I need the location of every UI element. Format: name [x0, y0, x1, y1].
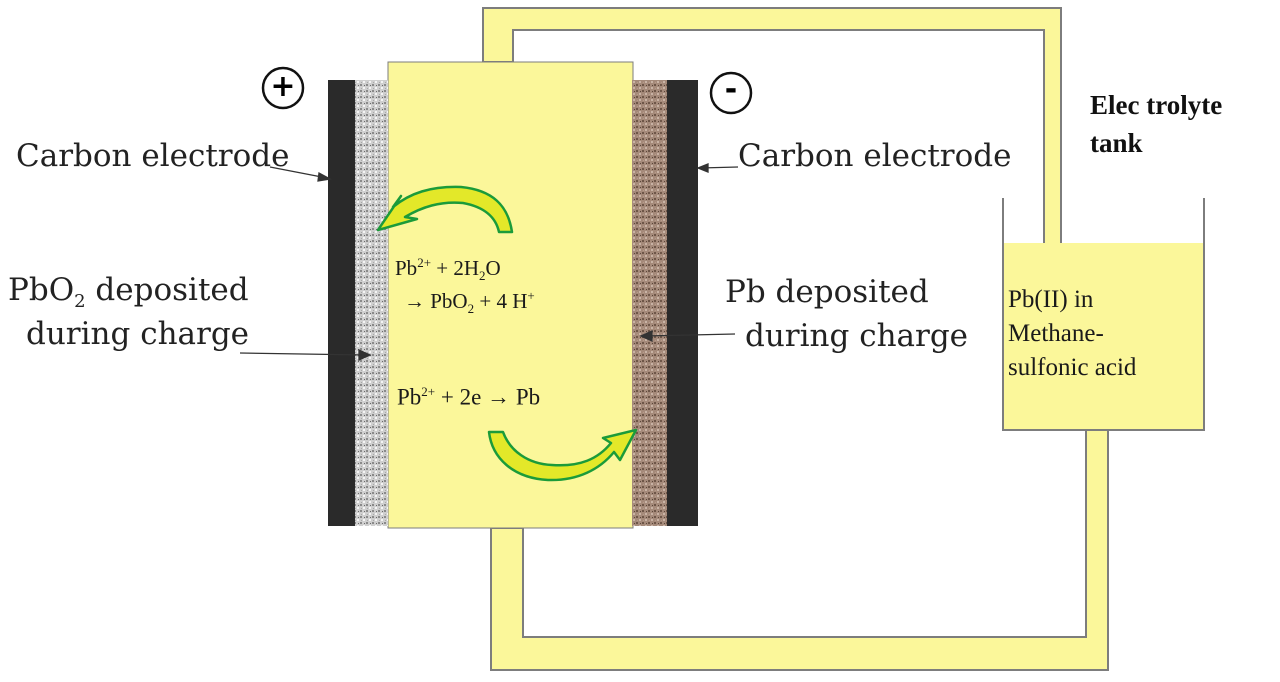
positive-terminal-circle: [261, 66, 305, 110]
positive-reaction-line2: → PbO2 + 4 H+: [404, 288, 535, 317]
tank-title-line2: tank: [1090, 128, 1143, 158]
pb-deposit-label-line2: during charge: [745, 318, 969, 354]
pb-layer: [632, 80, 667, 526]
negative-terminal-sign: -: [724, 72, 738, 107]
left-carbon-electrode: [328, 80, 355, 526]
tank-title-line1: Elec trolyte: [1090, 90, 1223, 120]
tank-contents-line3: sulfonic acid: [1008, 354, 1137, 381]
pointer-arrows: [239, 163, 739, 362]
negative-terminal-circle: [709, 71, 753, 115]
tank-title: Elec trolyte tank: [1090, 86, 1222, 162]
positive-reaction-line1: Pb2+ + 2H2O: [395, 255, 501, 284]
pbo2-deposit-label-line2: during charge: [26, 316, 250, 352]
lower-curved-arrow: [487, 428, 638, 482]
right-electrode-label: Carbon electrode: [738, 138, 1012, 174]
pbo2-deposit-label: PbO2 deposited: [8, 272, 249, 313]
pb-deposit-label: Pb deposited: [725, 274, 929, 310]
tank-contents-line2: Methane-: [1008, 320, 1104, 347]
upper-curved-arrow: [376, 185, 514, 234]
right-carbon-electrode: [667, 80, 698, 526]
electrolyte-tank: [1002, 198, 1205, 431]
tank-contents: Pb(II) in Methane- sulfonic acid: [1008, 283, 1136, 385]
positive-terminal-sign: +: [270, 69, 296, 104]
tank-contents-line1: Pb(II) in: [1008, 286, 1094, 313]
negative-reaction: Pb2+ + 2e → Pb: [397, 384, 541, 410]
left-electrode-label: Carbon electrode: [16, 138, 290, 174]
pbo2-layer: [355, 80, 388, 526]
